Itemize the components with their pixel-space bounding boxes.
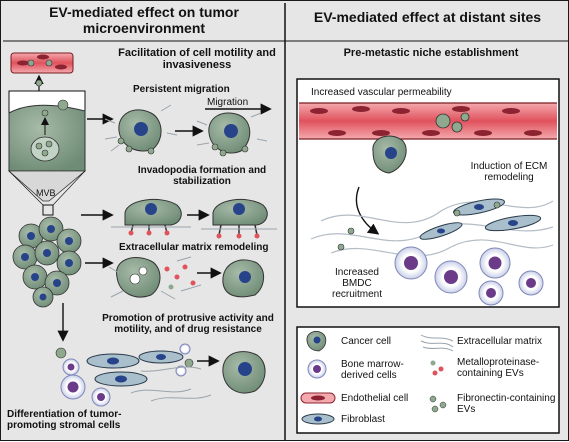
- niche-ecm: [310, 198, 554, 257]
- extravasating-cell: [355, 135, 407, 235]
- legend-fibroblast: Fibroblast: [341, 414, 385, 425]
- invadopodia-cell-2: [201, 199, 277, 239]
- tumor-cluster: [12, 204, 82, 308]
- mvb-inset: [7, 90, 87, 202]
- left-header: EV-mediated effect on tumor microenviron…: [49, 4, 239, 36]
- vascular-label: Increased vascular permeability: [311, 87, 452, 98]
- legend-endothelial: Endothelial cell: [341, 393, 409, 404]
- small-vessel: [10, 52, 74, 74]
- motility-section-title: Facilitation of cell motility and invasi…: [118, 47, 276, 71]
- legend-swatches: [300, 331, 454, 425]
- legend-ecm-icon: [420, 334, 454, 352]
- legend-mmp-ev-icon: [430, 360, 436, 366]
- ecm-induction-label: Induction of ECM remodeling: [470, 161, 548, 183]
- stromal-row: [55, 343, 266, 407]
- legend-bmdc: Bone marrow-derived cells: [341, 359, 404, 381]
- big-vessel: [299, 102, 557, 140]
- invadopodia-cell-1: [111, 199, 191, 236]
- legend-ecm: Extracellular matrix: [457, 336, 543, 347]
- protrusive-label: Promotion of protrusive activity and mot…: [102, 313, 274, 335]
- legend-fn-ev-icon: [429, 395, 437, 403]
- right-header: EV-mediated effect at distant sites: [313, 9, 542, 25]
- mvb-label: MVB: [36, 188, 56, 198]
- niche-bmdc: [394, 246, 544, 306]
- bmdc-label: Increased BMDC recruitment: [331, 267, 382, 300]
- legend-fn-ev: Fibronectin-containing EVs: [457, 393, 556, 415]
- persistent-migration-label: Persistent migration: [133, 84, 230, 95]
- ecm-remodel-cell-1: [108, 256, 202, 300]
- migration-arrow-label: Migration: [207, 97, 249, 108]
- differentiation-label: Differentiation of tumor-promoting strom…: [7, 409, 122, 431]
- legend-mmp-ev: Metalloproteinase-containing EVs: [457, 357, 540, 379]
- ecm-remodeling-label: Extracellular matrix remodeling: [119, 242, 269, 253]
- migrating-cell-1: [104, 104, 178, 155]
- migrating-cell-2: [196, 112, 268, 157]
- legend-cancer-cell: Cancer cell: [341, 336, 392, 347]
- niche-title: Pre-metastic niche establishment: [343, 47, 519, 59]
- invadopodia-label: Invadopodia formation and stabilization: [137, 165, 267, 187]
- ecm-remodel-cell-2: [222, 259, 264, 298]
- legend-box: [296, 326, 560, 434]
